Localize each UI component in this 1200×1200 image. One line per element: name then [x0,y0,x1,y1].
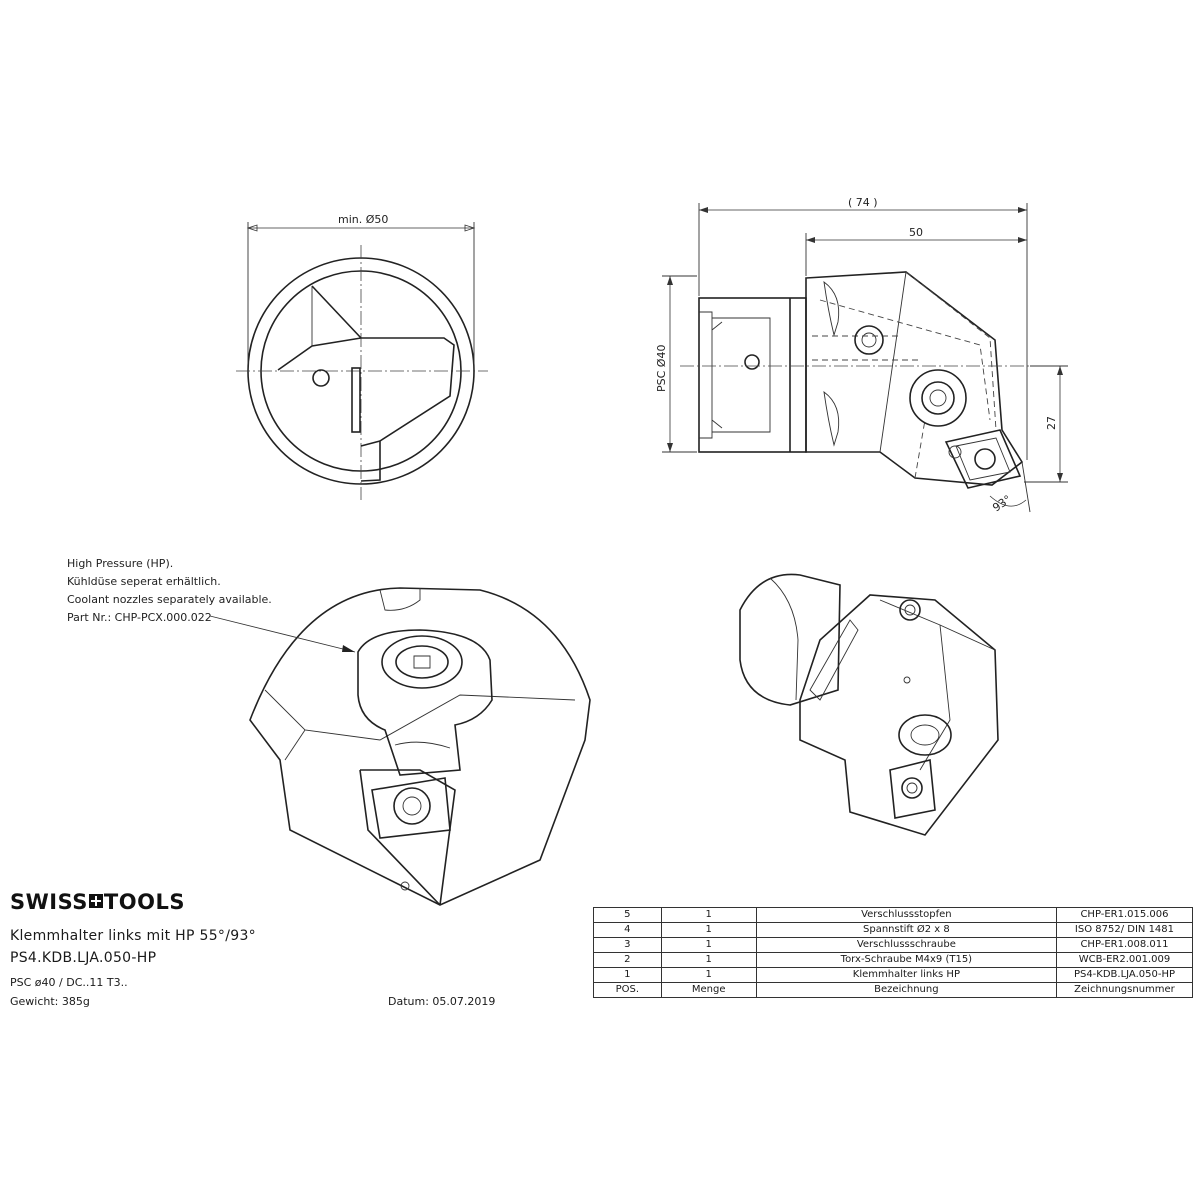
header-drawing: Zeichnungsnummer [1055,982,1194,998]
hp-note: High Pressure (HP). Kühldüse seperat erh… [67,555,272,627]
product-code: PS4.KDB.LJA.050-HP [10,950,157,966]
brand-part-2: TOOLS [103,890,185,914]
drawing-date: Datum: 05.07.2019 [388,995,496,1008]
table-row: 3 1 Verschlussschraube CHP-ER1.008.011 [593,937,1194,953]
product-weight: Gewicht: 385g [10,995,90,1008]
note-line-1: High Pressure (HP). [67,557,174,570]
dim-angle: 93° [990,493,1013,515]
note-line-2: Kühldüse seperat erhältlich. [67,575,221,588]
front-view: min. Ø50 [236,213,488,500]
table-row: 5 1 Verschlussstopfen CHP-ER1.015.006 [593,907,1194,923]
side-view: ( 74 ) 50 PSC Ø40 27 93° [655,196,1068,514]
swiss-cross-icon [88,894,103,908]
detail-view [209,587,591,906]
brand-logo: SWISS TOOLS [10,890,185,914]
dim-length: 50 [909,226,923,239]
dim-front-diameter: min. Ø50 [338,213,388,226]
table-row: 2 1 Torx-Schraube M4x9 (T15) WCB-ER2.001… [593,952,1194,968]
table-header-row: POS. Menge Bezeichnung Zeichnungsnummer [593,982,1194,998]
dim-overall-length: ( 74 ) [848,196,878,209]
product-title: Klemmhalter links mit HP 55°/93° [10,928,256,944]
note-line-3: Coolant nozzles separately available. [67,593,272,606]
header-desc: Bezeichnung [755,982,1057,998]
note-line-4: Part Nr.: CHP-PCX.000.022 [67,611,212,624]
header-qty: Menge [660,982,757,998]
iso-view [739,573,999,836]
product-spec: PSC ø40 / DC..11 T3.. [10,976,128,989]
table-row: 1 1 Klemmhalter links HP PS4-KDB.LJA.050… [593,967,1194,983]
parts-list-table: 5 1 Verschlussstopfen CHP-ER1.015.006 4 … [593,907,1194,998]
table-row: 4 1 Spannstift Ø2 x 8 ISO 8752/ DIN 1481 [593,922,1194,938]
header-pos: POS. [593,982,662,998]
brand-part-1: SWISS [10,890,88,914]
dim-psc-diameter: PSC Ø40 [655,345,668,392]
dim-offset: 27 [1045,416,1058,430]
